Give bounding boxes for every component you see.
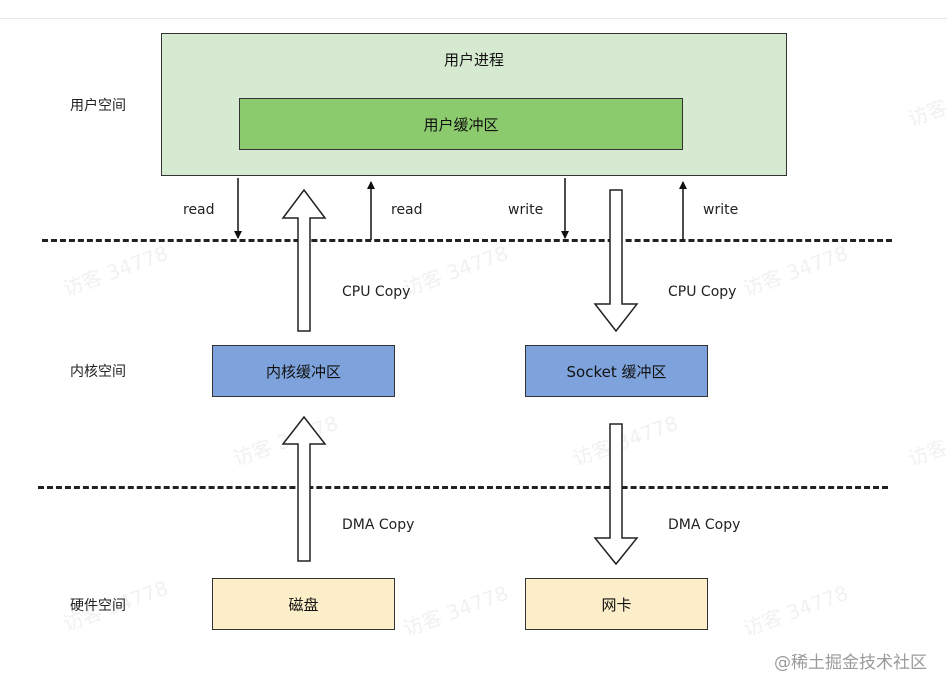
nic-box: 网卡 [525,578,708,630]
user-kernel-boundary [42,239,892,242]
kernel-hardware-boundary [38,486,888,489]
dma-copy-down-arrow [593,423,639,566]
socket-buffer-box: Socket 缓冲区 [525,345,708,397]
user-buffer-label: 用户缓冲区 [423,115,499,134]
cpu-copy-up-arrow [281,188,327,332]
layer-label-hardware-space: 硬件空间 [70,598,126,614]
layer-label-kernel-space: 内核空间 [70,364,126,380]
cpu-copy-label-left: CPU Copy [342,284,411,300]
kernel-buffer-label: 内核缓冲区 [265,362,341,381]
nic-label: 网卡 [601,595,632,614]
write-label-right: write [703,202,739,218]
cpu-copy-label-right: CPU Copy [668,284,737,300]
read-label-right: read [391,202,423,218]
write-label-left: write [508,202,544,218]
dma-copy-label-left: DMA Copy [342,517,415,533]
layer-label-user-space: 用户空间 [70,98,126,114]
source-credit: @稀土掘金技术社区 [774,653,927,673]
user-buffer-box: 用户缓冲区 [239,98,683,150]
read-label-left: read [183,202,215,218]
kernel-buffer-box: 内核缓冲区 [212,345,395,397]
disk-label: 磁盘 [288,595,319,614]
socket-buffer-label: Socket 缓冲区 [566,362,667,381]
user-process-label: 用户进程 [443,51,504,69]
disk-box: 磁盘 [212,578,395,630]
top-divider [0,18,947,19]
dma-copy-label-right: DMA Copy [668,517,741,533]
dma-copy-up-arrow [281,415,327,562]
cpu-copy-down-arrow [593,189,639,333]
